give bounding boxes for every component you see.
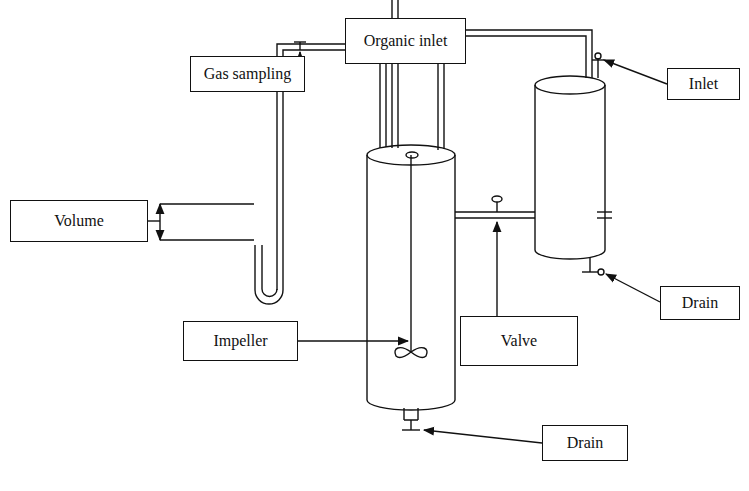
part-label: Volume (10, 200, 148, 242)
part-label: Drain (542, 425, 628, 461)
label-text: Drain (676, 294, 724, 312)
label-text: Organic inlet (358, 32, 454, 50)
part-label: Impeller (183, 321, 298, 361)
label-text: Inlet (683, 75, 724, 93)
part-label: Gas sampling (190, 56, 305, 92)
label-text: Impeller (207, 332, 273, 350)
part-label: Drain (660, 286, 740, 320)
label-text: Volume (48, 212, 109, 230)
part-label: Organic inlet (345, 18, 466, 64)
part-label: Inlet (667, 68, 740, 100)
label-text: Valve (495, 332, 543, 350)
label-text: Drain (561, 434, 609, 452)
part-label: Valve (460, 316, 578, 366)
label-text: Gas sampling (198, 65, 298, 83)
